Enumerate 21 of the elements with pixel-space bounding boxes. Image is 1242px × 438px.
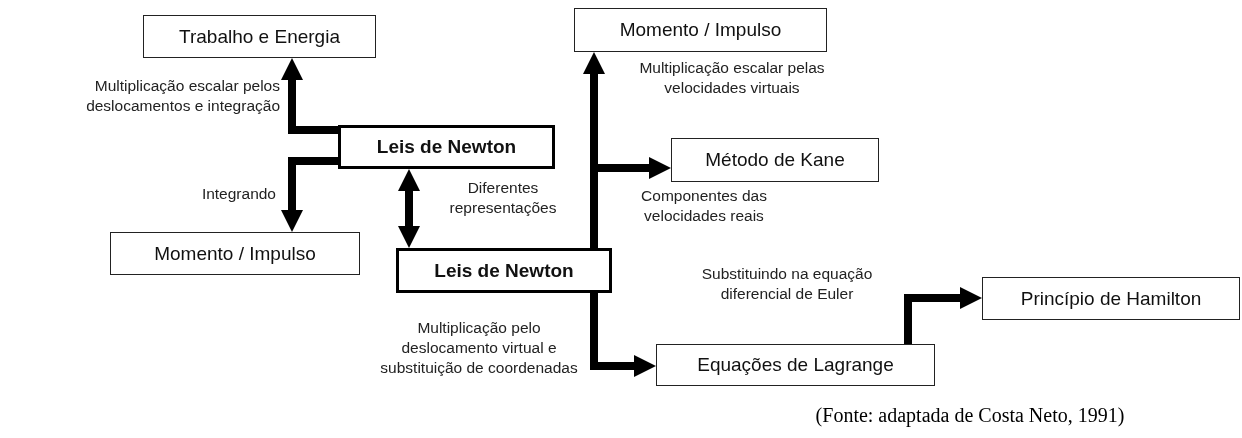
edge-label: Multiplicação escalar pelas velocidades virtuais [638, 58, 826, 99]
edge-label: Integrando [200, 184, 276, 204]
arrow [904, 287, 982, 344]
edge-label: Substituindo na equação diferencial de Euler [700, 264, 874, 305]
edge-label: Multiplicação escalar pelos deslocamentos e integração [85, 76, 280, 117]
arrow [281, 157, 338, 232]
arrow [590, 293, 656, 377]
source-caption: (Fonte: adaptada de Costa Neto, 1991) [814, 404, 1126, 427]
edge-label: Multiplicação pelo deslocamento virtual e substituição de coordenadas [379, 318, 579, 379]
concept-box: Trabalho e Energia [143, 15, 376, 58]
arrow [281, 58, 338, 134]
edge-label: Diferentes representações [448, 178, 558, 219]
arrow [398, 169, 420, 248]
concept-box: Método de Kane [671, 138, 879, 182]
concept-box: Equações de Lagrange [656, 344, 935, 386]
concept-box: Leis de Newton [338, 125, 555, 169]
edge-label: Componentes das velocidades reais [640, 186, 768, 227]
concept-box: Princípio de Hamilton [982, 277, 1240, 320]
concept-box: Leis de Newton [396, 248, 612, 293]
concept-box: Momento / Impulso [574, 8, 827, 52]
concept-box: Momento / Impulso [110, 232, 360, 275]
